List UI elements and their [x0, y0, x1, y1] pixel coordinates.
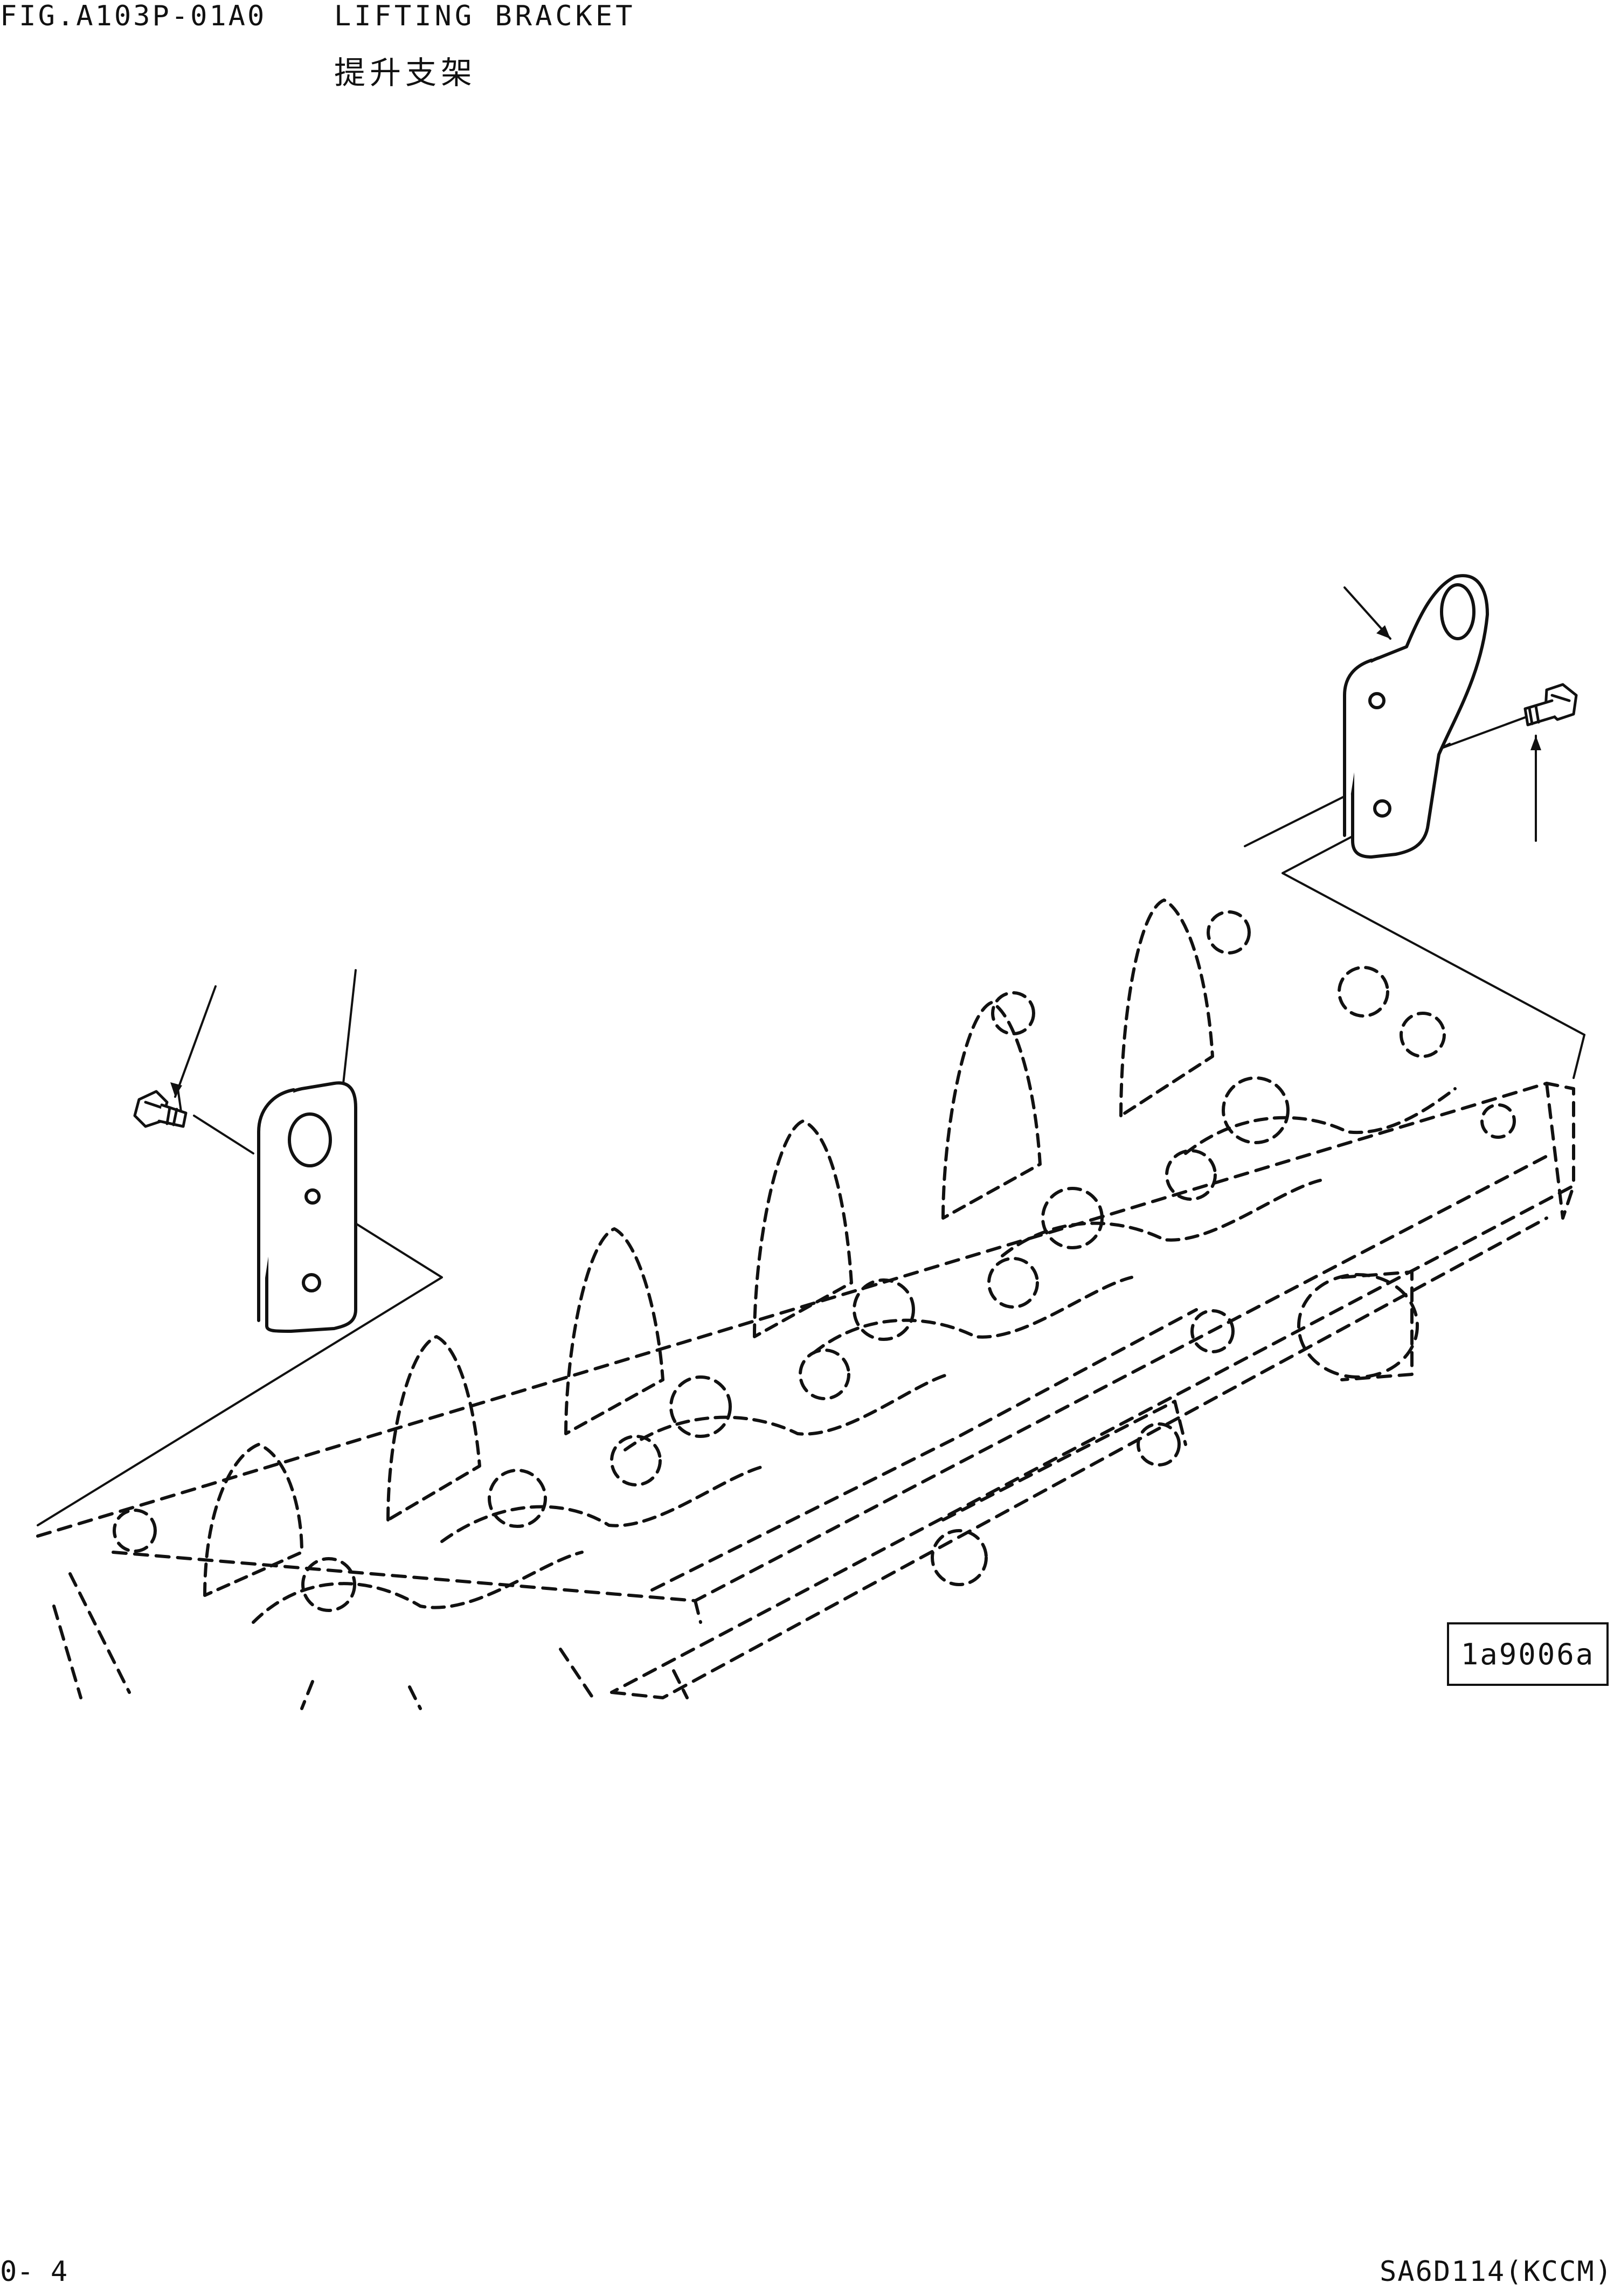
left-bolt	[133, 1090, 188, 1128]
drawing-reference-code: 1a9006a	[1460, 1637, 1595, 1671]
figure-title-english: LIFTING BRACKET	[334, 0, 636, 32]
figure-title-chinese: 提升支架	[334, 54, 477, 91]
right-lifting-bracket	[1343, 574, 1489, 859]
callout-arrows	[174, 586, 1537, 1144]
right-bolt	[1523, 683, 1578, 727]
cylinder-head-bosses	[113, 898, 1516, 1624]
model-code: SA6D114(KCCM)	[1380, 2256, 1613, 2288]
left-lifting-bracket	[257, 1081, 357, 1333]
figure-number: FIG.A103P-01A0	[0, 0, 267, 32]
page-number: 0- 4	[0, 2256, 68, 2288]
cylinder-head-outline	[36, 1082, 1575, 1710]
drawing-reference-box: 1a9006a	[1447, 1622, 1609, 1686]
callout-arrowheads	[170, 625, 1541, 1143]
